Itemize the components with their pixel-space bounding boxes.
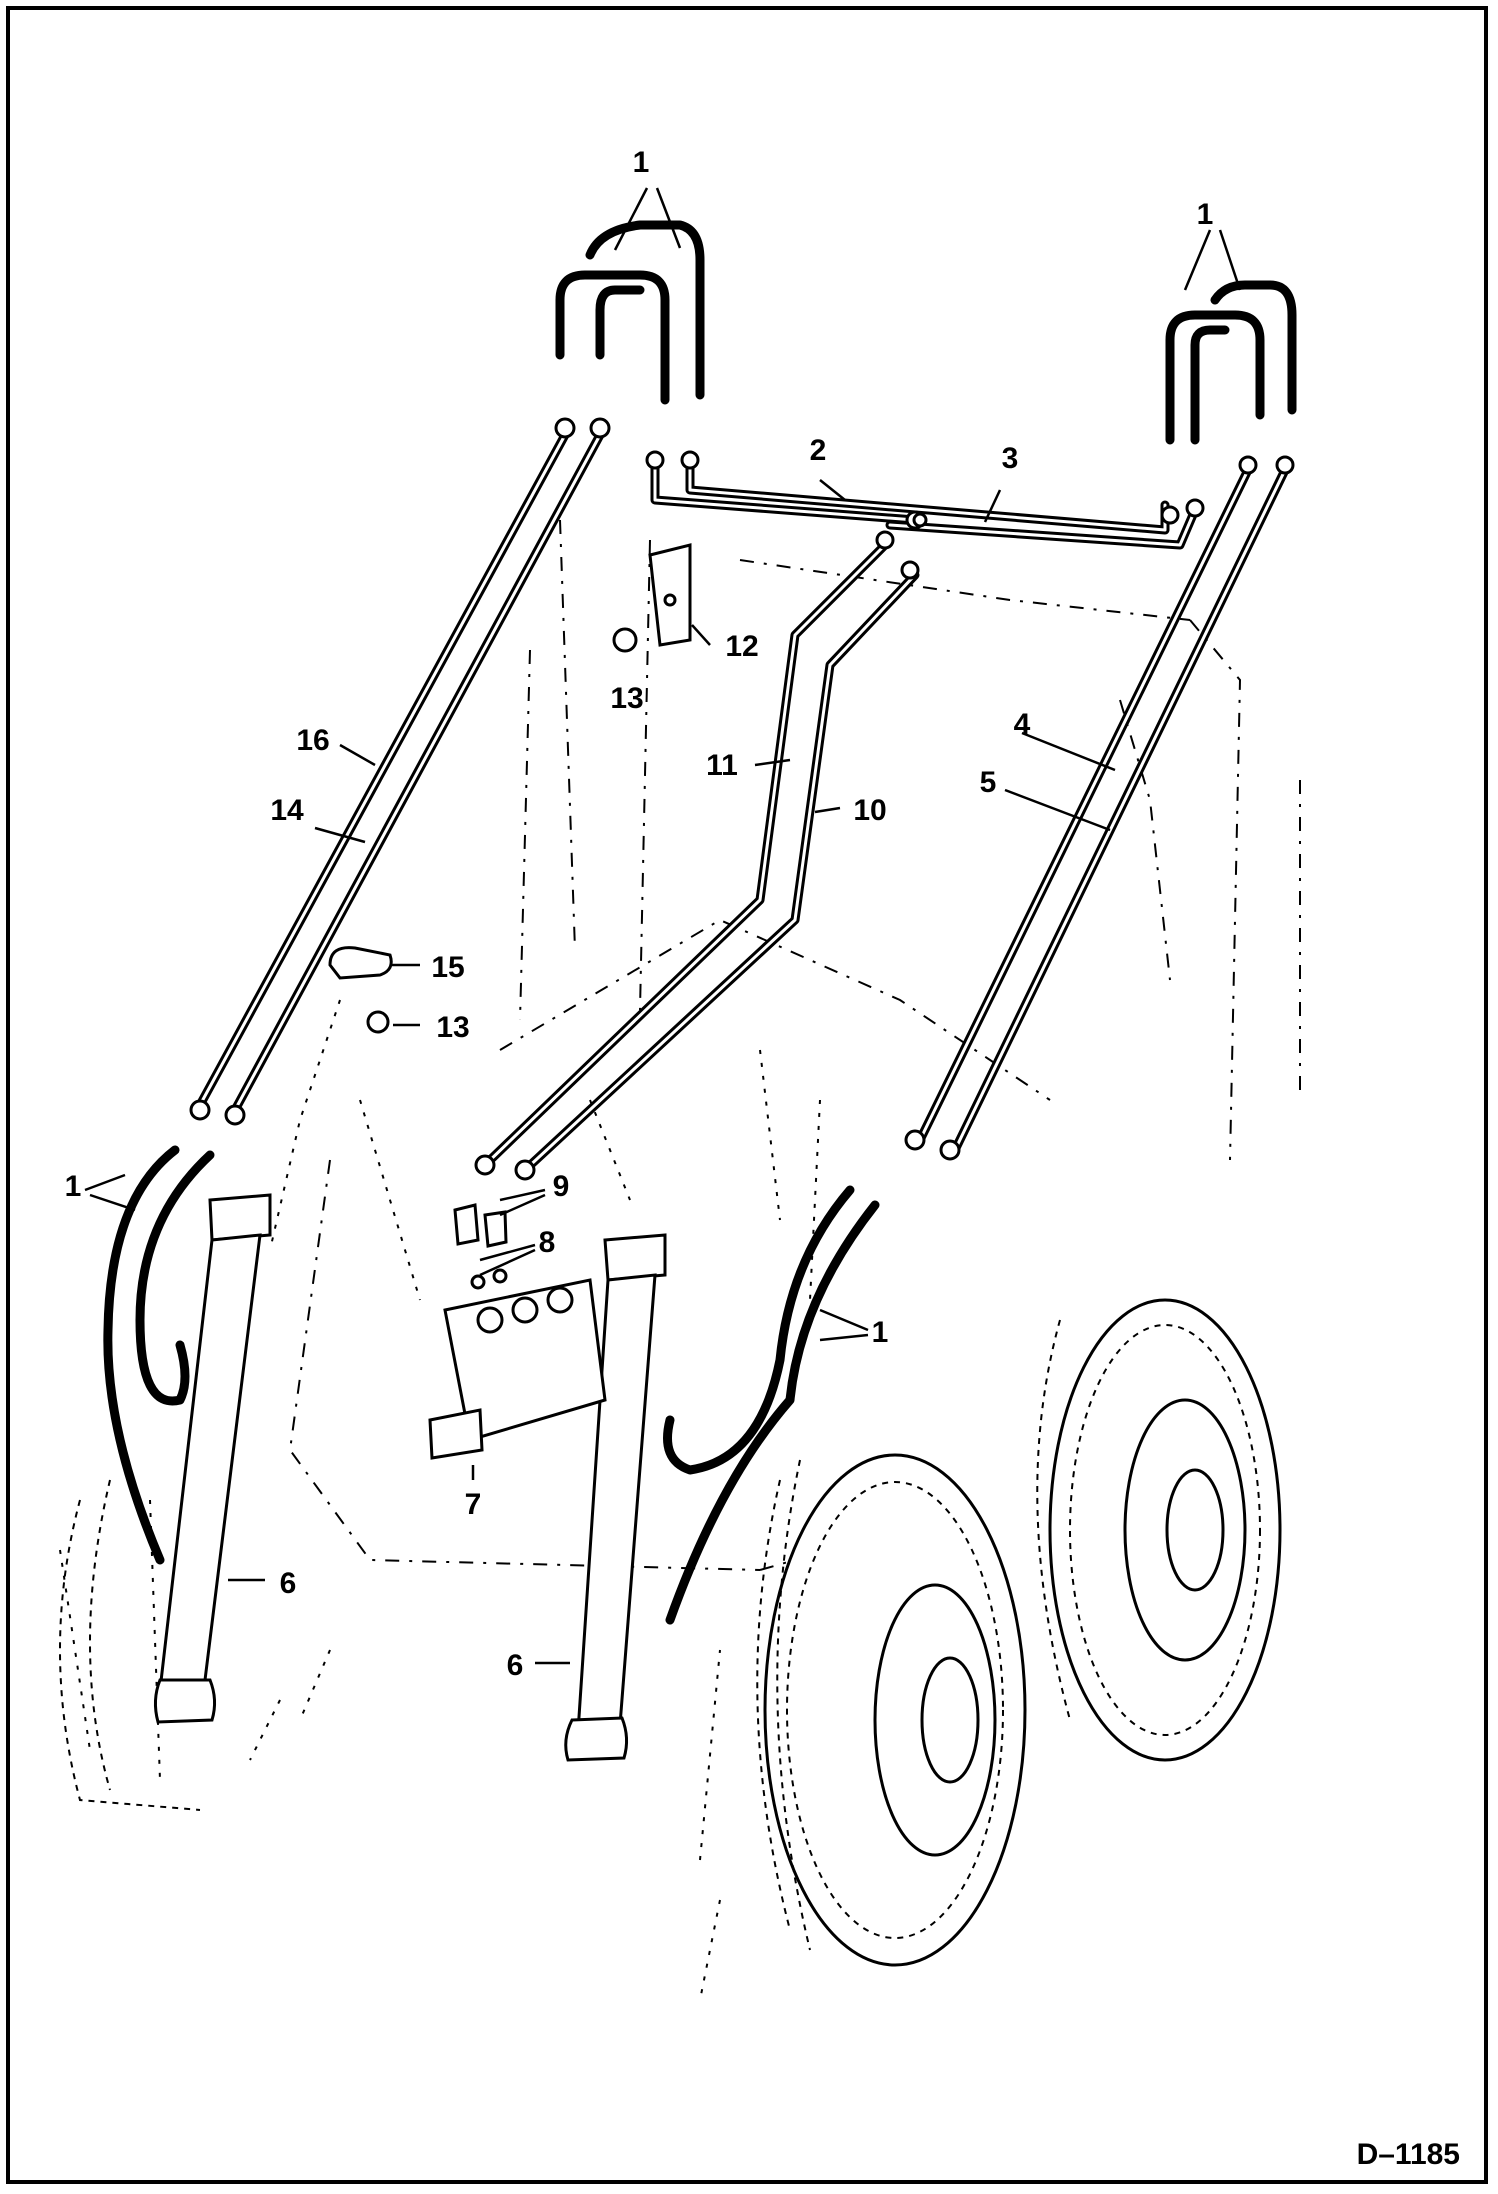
tube-4-5 bbox=[915, 465, 1290, 1155]
callout-1-left: 1 bbox=[65, 1170, 82, 1203]
callout-5: 5 bbox=[980, 766, 997, 799]
tube-11-10 bbox=[480, 540, 920, 1175]
tube-2-3 bbox=[650, 460, 1200, 550]
callout-4: 4 bbox=[1014, 708, 1031, 741]
callout-3: 3 bbox=[1002, 442, 1019, 475]
lift-cylinder-left bbox=[153, 1193, 272, 1724]
front-tire bbox=[756, 1453, 1027, 1967]
nut-13-upper bbox=[612, 627, 638, 653]
callout-1-right: 1 bbox=[872, 1316, 889, 1349]
callout-1-top-left: 1 bbox=[633, 146, 650, 179]
hose-pair-right bbox=[663, 1185, 880, 1625]
callout-1-top-right: 1 bbox=[1197, 198, 1214, 231]
figure-frame bbox=[6, 6, 1488, 2184]
left-tire-partial bbox=[59, 1479, 201, 1811]
callout-15: 15 bbox=[431, 951, 464, 984]
leader-lines bbox=[84, 187, 1242, 1665]
callout-13-upper: 13 bbox=[610, 682, 643, 715]
callout-6-left: 6 bbox=[280, 1567, 297, 1600]
nut-13-lower bbox=[366, 1010, 390, 1034]
hose-pair-top-left bbox=[555, 220, 705, 405]
tube-16-14 bbox=[195, 430, 605, 1115]
hose-pair-top-right bbox=[1165, 280, 1297, 445]
rear-tire bbox=[1036, 1298, 1282, 1762]
callout-10: 10 bbox=[853, 794, 886, 827]
callout-9: 9 bbox=[553, 1170, 570, 1203]
callout-12: 12 bbox=[725, 630, 758, 663]
loader-frame-outline bbox=[249, 519, 1301, 2001]
document-number: D–1185 bbox=[1357, 2138, 1460, 2171]
clamp-15 bbox=[328, 946, 393, 980]
bracket-12 bbox=[648, 543, 692, 647]
callout-16: 16 bbox=[296, 724, 329, 757]
callout-7: 7 bbox=[465, 1488, 482, 1521]
callout-11: 11 bbox=[706, 749, 738, 782]
fittings bbox=[189, 417, 1295, 1181]
lift-cylinder-right bbox=[564, 1233, 667, 1762]
callout-13-lower: 13 bbox=[436, 1011, 469, 1044]
callout-14: 14 bbox=[270, 794, 304, 827]
control-valve-7 bbox=[428, 1203, 607, 1460]
callout-8: 8 bbox=[539, 1226, 556, 1259]
callout-6-right: 6 bbox=[507, 1649, 524, 1682]
callout-labels: 1 1 2 3 4 5 12 13 16 14 11 10 15 13 1 9 … bbox=[65, 146, 1214, 1682]
callout-2: 2 bbox=[810, 434, 827, 467]
hose-pair-left bbox=[103, 1145, 215, 1565]
